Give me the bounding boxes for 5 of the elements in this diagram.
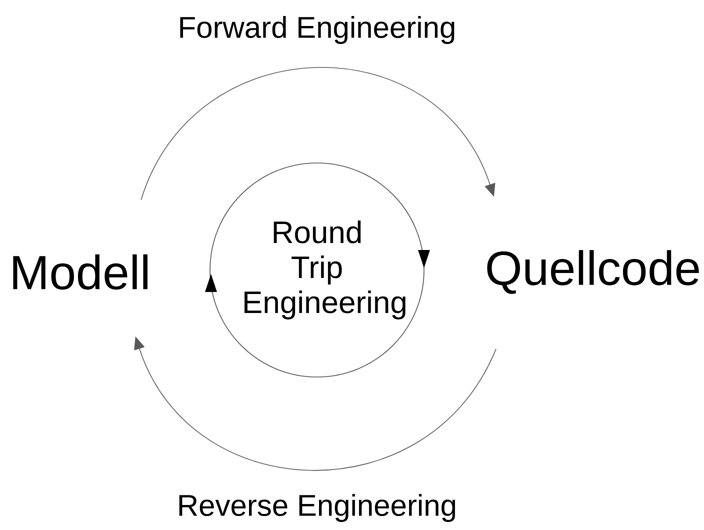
edge-label: Forward Engineering (176, 14, 458, 46)
label-text: Modell (13, 254, 148, 290)
edge-label: Reverse Engineering (174, 492, 460, 524)
curved-arrow (140, 67, 496, 200)
label-text: Quellcode (487, 250, 699, 294)
